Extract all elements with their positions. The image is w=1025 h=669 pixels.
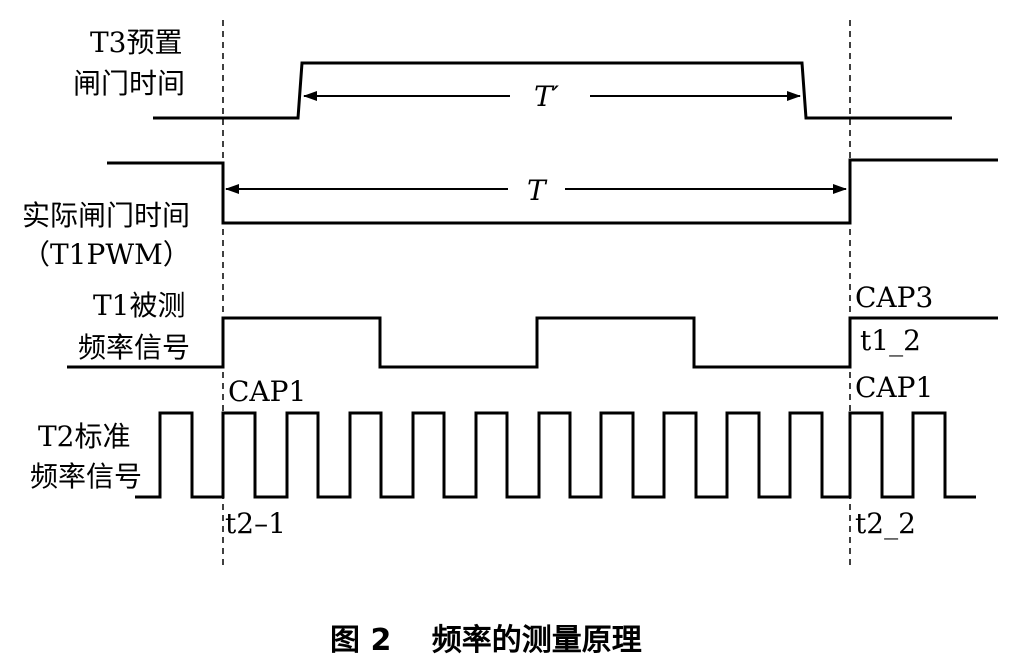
cap1-left-label: CAP1 xyxy=(228,375,306,408)
t1-label-line2: 频率信号 xyxy=(78,331,190,364)
t1-2-label: t1_2 xyxy=(860,324,921,357)
t-prime-label: T′ xyxy=(534,80,560,113)
actual-gate-waveform xyxy=(107,158,998,225)
figure-caption: 图 2 频率的测量原理 xyxy=(330,623,642,658)
t3-label-line1: T3预置 xyxy=(90,26,183,59)
t-label: T xyxy=(527,174,548,207)
t1-label-line1: T1被测 xyxy=(93,289,186,322)
actual-gate-label-line2: （T1PWM） xyxy=(22,238,191,271)
actual-gate-label-line1: 实际闸门时间 xyxy=(22,199,190,232)
cap3-label: CAP3 xyxy=(855,281,933,314)
t3-label-line2: 闸门时间 xyxy=(73,67,185,100)
t3-gate-waveform xyxy=(153,61,952,120)
t2-label-line2: 频率信号 xyxy=(30,460,142,493)
t2-waveform xyxy=(135,411,976,499)
cap1-right-label: CAP1 xyxy=(855,371,933,404)
t2-label-line1: T2标准 xyxy=(38,420,131,453)
t2-1-label: t2–1 xyxy=(225,507,286,540)
t2-2-label: t2_2 xyxy=(855,507,916,540)
t1-waveform xyxy=(67,316,998,369)
